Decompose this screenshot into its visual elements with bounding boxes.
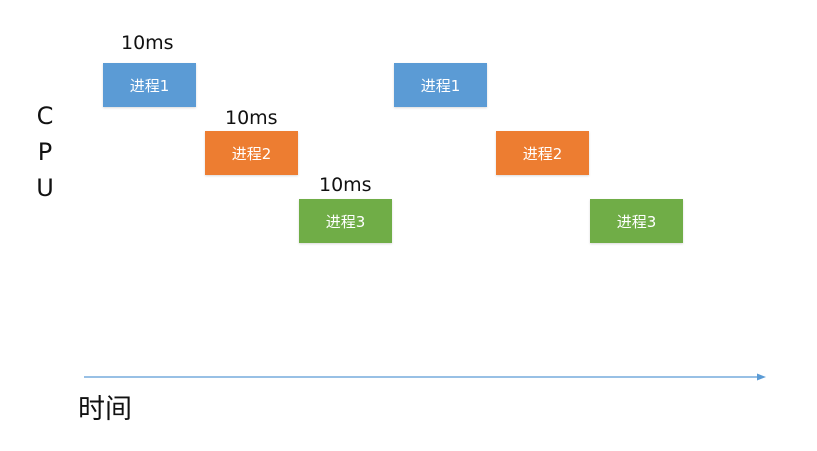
- cpu-label-char-p: P: [37, 138, 53, 166]
- process-block-label: 进程2: [522, 144, 563, 163]
- process-block-4: 进程1: [394, 63, 487, 107]
- process-block-6: 进程3: [590, 199, 683, 243]
- time-axis-arrowhead-icon: [757, 373, 766, 381]
- cpu-label-char-c: C: [36, 102, 54, 130]
- duration-label-1: 10ms: [121, 32, 174, 54]
- time-axis-label: 时间: [78, 394, 132, 425]
- process-block-label: 进程1: [129, 76, 170, 95]
- process-block-5: 进程2: [496, 131, 589, 175]
- cpu-label-char-u: U: [36, 174, 54, 202]
- cpu-axis-label: C P U: [30, 98, 60, 206]
- duration-label-3: 10ms: [319, 174, 372, 196]
- process-block-1: 进程1: [103, 63, 196, 107]
- process-block-3: 进程3: [299, 199, 392, 243]
- process-block-2: 进程2: [205, 131, 298, 175]
- process-block-label: 进程3: [616, 212, 657, 231]
- process-block-label: 进程1: [420, 76, 461, 95]
- process-block-label: 进程3: [325, 212, 366, 231]
- process-block-label: 进程2: [231, 144, 272, 163]
- duration-label-2: 10ms: [225, 107, 278, 129]
